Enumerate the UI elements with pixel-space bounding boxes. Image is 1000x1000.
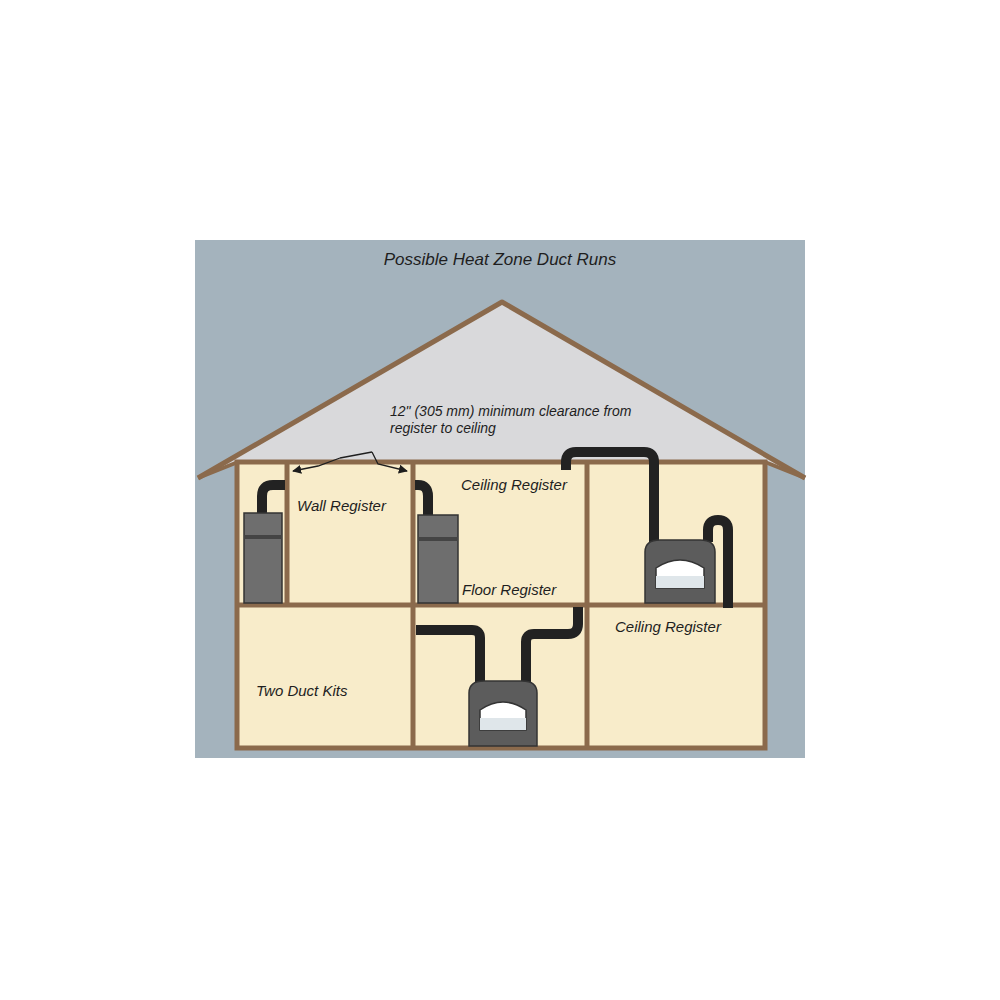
callout-label: Floor Register <box>462 581 556 599</box>
callout-label: 12" (305 mm) minimum clearance from regi… <box>390 403 652 437</box>
leader-lines <box>293 452 407 471</box>
callout-label: Two Duct Kits <box>256 682 347 700</box>
stove-front <box>469 681 537 746</box>
interior-wall <box>285 462 290 605</box>
interior-wall <box>585 462 590 748</box>
duct <box>566 452 654 542</box>
interior-wall <box>411 462 416 748</box>
duct <box>526 607 578 682</box>
stove-side <box>418 515 458 603</box>
duct <box>415 485 428 517</box>
stove-band <box>418 537 458 541</box>
duct <box>262 485 285 515</box>
eave <box>765 462 805 478</box>
attic-fill <box>198 302 805 478</box>
duct <box>416 630 480 682</box>
eave <box>198 462 238 478</box>
ducts <box>262 452 728 682</box>
stove-side <box>244 513 282 603</box>
callout-label: Wall Register <box>297 497 386 515</box>
stove-front <box>645 540 715 603</box>
callout-label: Ceiling Register <box>615 618 721 636</box>
diagram-title: Possible Heat Zone Duct Runs <box>330 250 670 270</box>
roof-line <box>198 302 805 478</box>
house-walls <box>237 462 765 748</box>
stove-band <box>244 535 282 539</box>
sky-background <box>195 240 805 758</box>
callout-label: Ceiling Register <box>461 476 567 494</box>
